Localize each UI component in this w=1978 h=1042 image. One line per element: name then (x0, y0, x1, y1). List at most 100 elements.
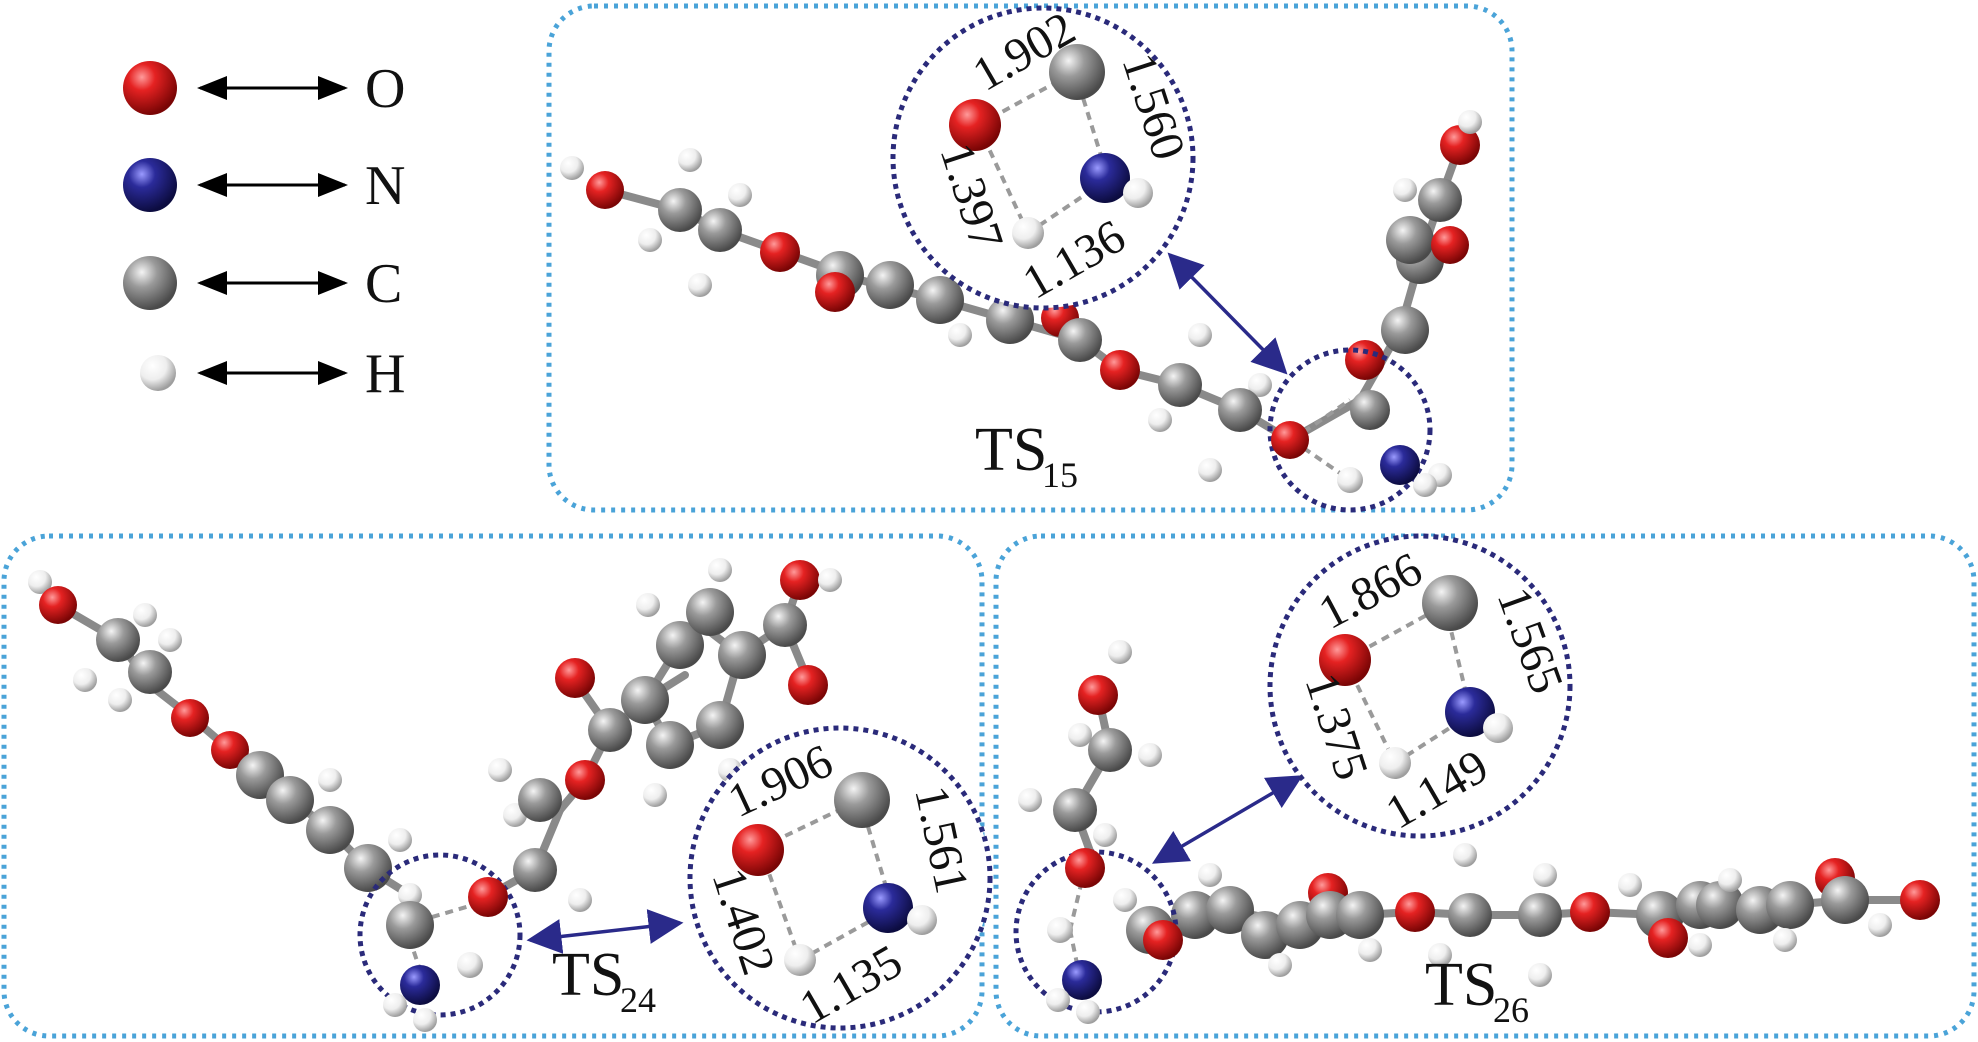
reaction-center-ts26 (1013, 848, 1183, 1024)
ts-label-subscript: 15 (1042, 455, 1078, 495)
atom-h (1123, 178, 1153, 208)
atom-o (555, 658, 595, 698)
atom-h (1046, 988, 1070, 1012)
atom-c (621, 676, 669, 724)
legend-label-o: O (365, 58, 405, 120)
atom-o (1395, 892, 1435, 932)
atom-c (763, 603, 807, 647)
atom-c (386, 901, 434, 949)
atom-c (686, 588, 734, 636)
reaction-center-ts15 (1267, 347, 1452, 513)
atom-h (1483, 713, 1513, 743)
atom-c (866, 261, 914, 309)
legend-label-n: N (365, 155, 405, 217)
atom-h (1018, 788, 1042, 812)
atom-h (1618, 873, 1642, 897)
panel-ts26: 1.866 1.565 1.375 1.149 TS 26 (993, 533, 1977, 1039)
atom-c (916, 276, 964, 324)
atom-c (834, 772, 890, 828)
zoom-pointer-arrow (1151, 775, 1304, 864)
atom-c (1422, 575, 1478, 631)
atom-h (1428, 943, 1452, 967)
atom-c (696, 701, 744, 749)
atom-h (1458, 110, 1482, 134)
molecule-ts24 (28, 558, 842, 912)
hydrogen-atom-icon (140, 355, 176, 391)
atom-h (708, 558, 732, 582)
atom-o (1900, 880, 1940, 920)
panel-frame (1, 533, 985, 1039)
atom-h (784, 944, 816, 976)
atom-h (1198, 863, 1222, 887)
atom-c (1766, 881, 1814, 929)
atom-c (646, 721, 694, 769)
atom-o (732, 824, 784, 876)
atom-c (1418, 178, 1462, 222)
atom-o (788, 665, 828, 705)
legend-row-hydrogen: H (140, 343, 405, 405)
panel-frame (546, 3, 1515, 513)
atom-o (1648, 918, 1688, 958)
atom-h (560, 156, 584, 180)
legend-row-carbon: C (123, 253, 402, 315)
zoom-inset-ts24: 1.906 1.561 1.402 1.135 (687, 725, 993, 1035)
atom-o (815, 272, 855, 312)
atom-h (488, 758, 512, 782)
atom-n (1080, 153, 1130, 203)
atom-c (1206, 886, 1254, 934)
atom-h (28, 570, 52, 594)
atom-c (1448, 893, 1492, 937)
oxygen-atom-icon (123, 61, 177, 115)
zoom-inset-ts26: 1.866 1.565 1.375 1.149 (1267, 533, 1573, 840)
panel-ts24: 1.906 1.561 1.402 1.135 TS 24 (1, 533, 993, 1039)
atom-h (1198, 458, 1222, 482)
legend-row-nitrogen: N (123, 155, 405, 217)
atom-o (468, 877, 508, 917)
atom-c (1518, 893, 1562, 937)
atom-h (636, 593, 660, 617)
molecule-ts15 (560, 110, 1482, 482)
legend-row-oxygen: O (123, 58, 405, 120)
atom-o (760, 232, 800, 272)
atom-c (1158, 363, 1202, 407)
atom-o (1143, 920, 1183, 960)
atom-h (388, 828, 412, 852)
molecule-ts26 (1018, 640, 1940, 987)
atom-c (1218, 388, 1262, 432)
atom-n (1445, 687, 1495, 737)
atom-h (73, 668, 97, 692)
atom-h (638, 228, 662, 252)
ts24-label: TS 24 (552, 941, 656, 1020)
atom-c (1171, 891, 1219, 939)
ts-label-main: TS (975, 416, 1047, 484)
legend: O N C H (123, 58, 405, 405)
atom-h (1868, 913, 1892, 937)
atom-c (1088, 728, 1132, 772)
legend-label-c: C (365, 253, 402, 315)
legend-label-h: H (365, 343, 405, 405)
atom-c (1350, 390, 1390, 430)
atom-c (588, 708, 632, 752)
atom-o (1100, 350, 1140, 390)
atom-o (1431, 226, 1469, 264)
atom-c (718, 631, 766, 679)
atom-h (1047, 917, 1073, 943)
atom-o (1345, 340, 1385, 380)
atom-h (1393, 178, 1417, 202)
atom-h (1358, 938, 1382, 962)
atom-h (1453, 843, 1477, 867)
atom-h (568, 888, 592, 912)
ts15-label: TS 15 (975, 416, 1078, 495)
atom-o (1570, 892, 1610, 932)
atom-c (344, 844, 392, 892)
atom-h (948, 323, 972, 347)
atom-h (133, 603, 157, 627)
zoom-pointer-arrow (1167, 252, 1288, 375)
atom-c (986, 296, 1034, 344)
atom-c (266, 776, 314, 824)
atom-h (1268, 953, 1292, 977)
atom-h (383, 993, 407, 1017)
atom-o (565, 760, 605, 800)
atom-o (780, 560, 820, 600)
